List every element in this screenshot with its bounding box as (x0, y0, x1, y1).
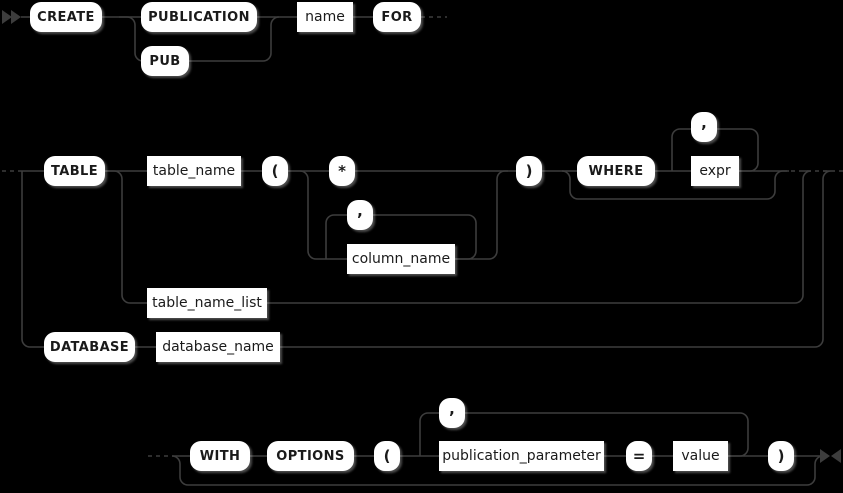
node-comma-column[interactable]: , (347, 200, 373, 230)
node-where[interactable]: WHERE (577, 156, 655, 186)
node-for[interactable]: FOR (373, 2, 421, 32)
node-publication[interactable]: PUBLICATION (141, 2, 257, 32)
node-left-paren-options[interactable]: ( (374, 441, 400, 471)
node-right-paren-columns[interactable]: ) (516, 156, 542, 186)
node-database[interactable]: DATABASE (44, 332, 135, 362)
node-table-name-list[interactable]: table_name_list (147, 288, 267, 318)
node-create[interactable]: CREATE (30, 2, 102, 32)
node-options[interactable]: OPTIONS (267, 441, 354, 471)
node-right-paren-options[interactable]: ) (768, 441, 794, 471)
start-marker-icon (2, 10, 21, 24)
node-comma-parameter[interactable]: , (439, 398, 465, 428)
node-table[interactable]: TABLE (44, 156, 105, 186)
node-with[interactable]: WITH (190, 441, 250, 471)
node-publication-parameter[interactable]: publication_parameter (439, 441, 604, 471)
node-left-paren-columns[interactable]: ( (262, 156, 288, 186)
node-value[interactable]: value (673, 441, 728, 471)
node-pub[interactable]: PUB (141, 46, 189, 76)
node-name[interactable]: name (297, 2, 353, 32)
node-expr[interactable]: expr (691, 156, 739, 186)
node-table-name[interactable]: table_name (147, 156, 241, 186)
node-column-name[interactable]: column_name (347, 244, 455, 274)
end-marker-icon (820, 449, 841, 463)
node-asterisk[interactable]: * (329, 156, 355, 186)
node-comma-expr[interactable]: , (691, 112, 717, 142)
node-equals[interactable]: = (626, 441, 652, 471)
node-database-name[interactable]: database_name (156, 332, 280, 362)
